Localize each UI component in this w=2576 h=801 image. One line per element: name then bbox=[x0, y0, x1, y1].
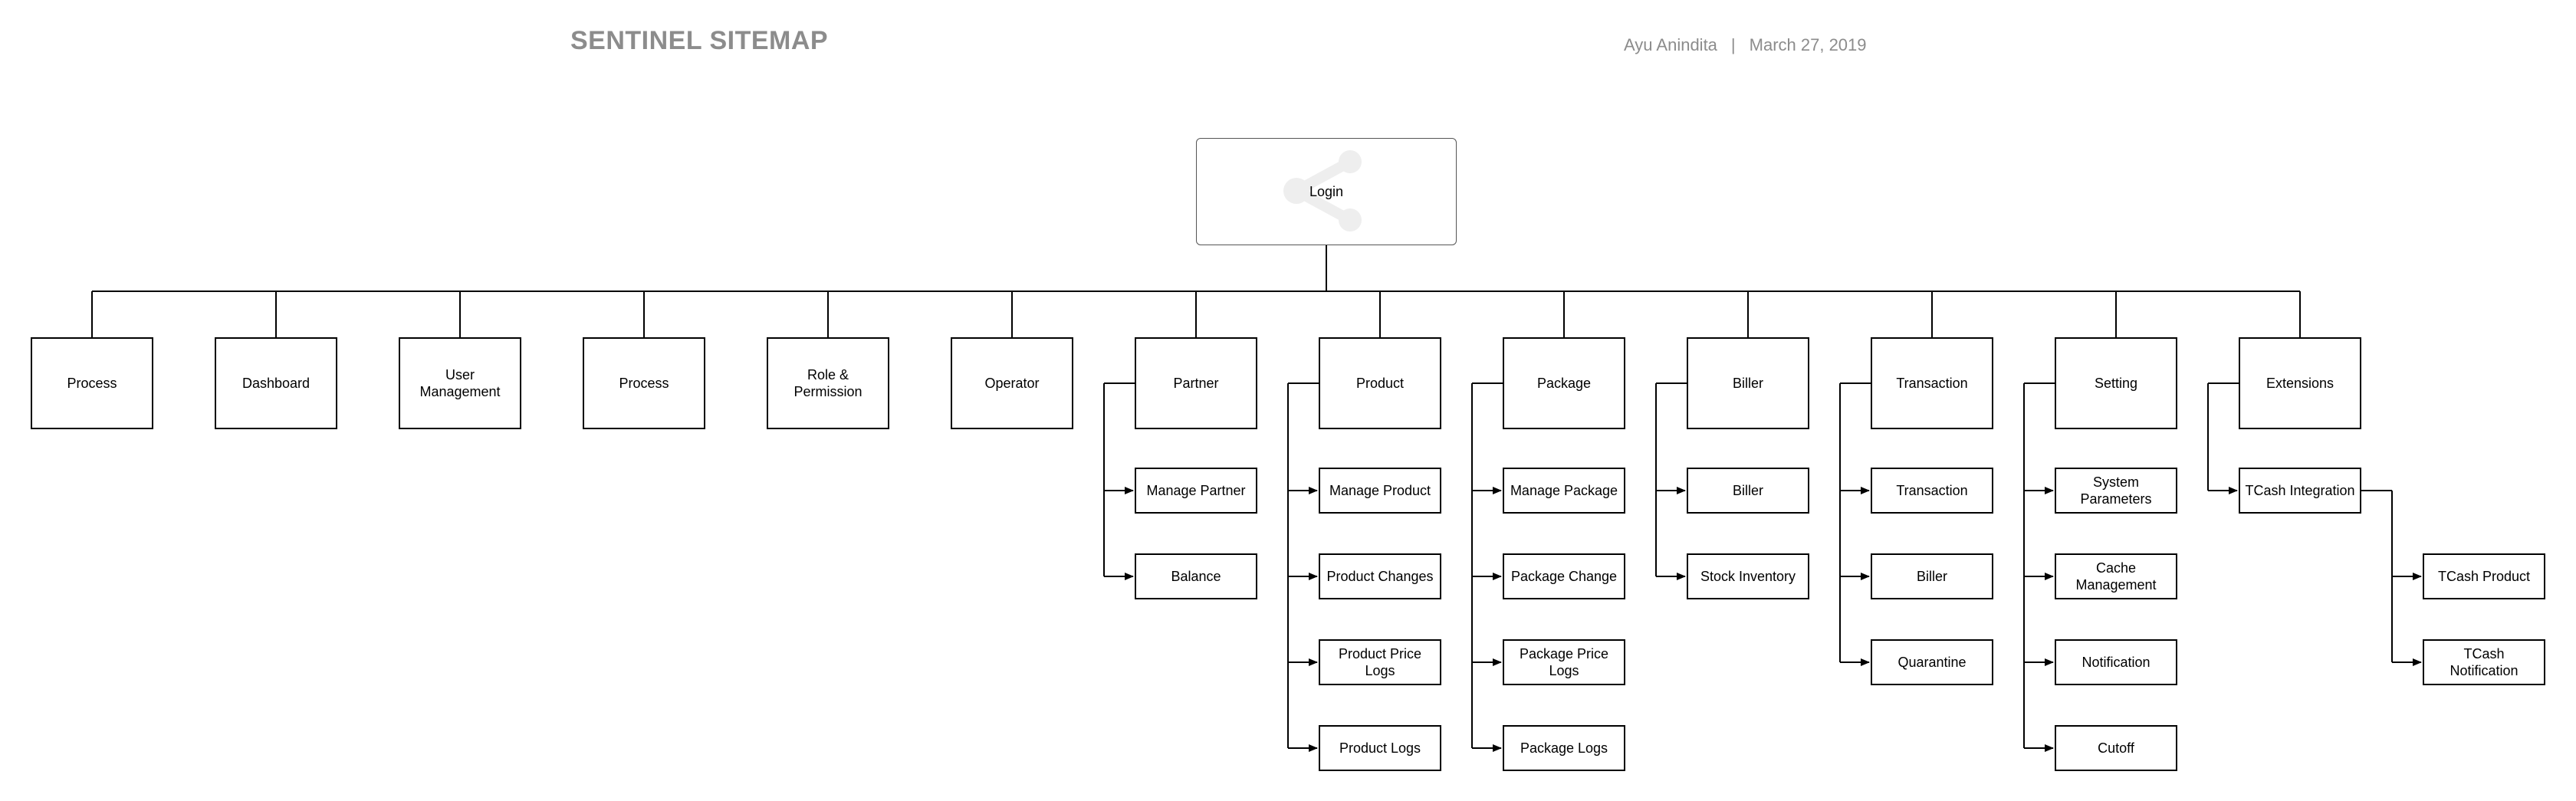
section-transaction-label: Transaction bbox=[1896, 376, 1968, 391]
section-operator: Operator bbox=[951, 337, 1073, 429]
page-product-changes: Product Changes bbox=[1319, 553, 1441, 599]
page-transaction: Transaction bbox=[1871, 468, 1993, 514]
page-tcash-product-label: TCash Product bbox=[2437, 569, 2531, 584]
section-product: Product bbox=[1319, 337, 1441, 429]
diagram-title: SENTINEL SITEMAP bbox=[570, 26, 829, 55]
page-tcash-integration: TCash Integration bbox=[2239, 468, 2361, 514]
page-quarantine-label: Quarantine bbox=[1898, 655, 1967, 670]
page-tcash-product: TCash Product bbox=[2423, 553, 2545, 599]
section-biller: Biller bbox=[1687, 337, 1809, 429]
page-manage-package-label: Manage Package bbox=[1510, 483, 1618, 498]
section-role-permission: Role & Permission bbox=[767, 337, 889, 429]
page-quarantine: Quarantine bbox=[1871, 639, 1993, 685]
page-product-logs-label: Product Logs bbox=[1339, 740, 1421, 756]
page-product-price-logs-label: Product Price Logs bbox=[1338, 646, 1422, 678]
section-transaction: Transaction bbox=[1871, 337, 1993, 429]
section-setting: Setting bbox=[2055, 337, 2177, 429]
section-process: Process bbox=[31, 337, 153, 429]
page-product-logs: Product Logs bbox=[1319, 725, 1441, 771]
page-cache-management: Cache Management bbox=[2055, 553, 2177, 599]
section-user-management-label: User Management bbox=[419, 367, 501, 399]
section-operator-label: Operator bbox=[984, 376, 1040, 391]
section-package-label: Package bbox=[1536, 376, 1592, 391]
page-manage-partner: Manage Partner bbox=[1135, 468, 1257, 514]
page-notification-label: Notification bbox=[2082, 655, 2150, 670]
page-package-logs: Package Logs bbox=[1503, 725, 1625, 771]
section-product-label: Product bbox=[1355, 376, 1405, 391]
page-tcash-integration-label: TCash Integration bbox=[2245, 483, 2355, 498]
page-cutoff-label: Cutoff bbox=[2098, 740, 2134, 756]
section-package: Package bbox=[1503, 337, 1625, 429]
section-dashboard: Dashboard bbox=[215, 337, 337, 429]
page-stock-inventory: Stock Inventory bbox=[1687, 553, 1809, 599]
page-tcash-notification: TCash Notification bbox=[2423, 639, 2545, 685]
page-manage-partner-label: Manage Partner bbox=[1146, 483, 1246, 498]
page-biller: Biller bbox=[1687, 468, 1809, 514]
page-manage-product: Manage Product bbox=[1319, 468, 1441, 514]
page-biller-label: Biller bbox=[1732, 483, 1763, 498]
page-cutoff: Cutoff bbox=[2055, 725, 2177, 771]
page-tcash-notification-label: TCash Notification bbox=[2450, 646, 2518, 678]
page-notification: Notification bbox=[2055, 639, 2177, 685]
page-biller-label: Biller bbox=[1916, 569, 1947, 584]
section-partner-label: Partner bbox=[1173, 376, 1219, 391]
page-biller: Biller bbox=[1871, 553, 1993, 599]
page-balance: Balance bbox=[1135, 553, 1257, 599]
login-label: Login bbox=[1309, 184, 1344, 199]
page-stock-inventory-label: Stock Inventory bbox=[1700, 569, 1796, 584]
page-system-parameters: System Parameters bbox=[2055, 468, 2177, 514]
author-name: Ayu Anindita bbox=[1624, 35, 1717, 54]
section-process-label: Process bbox=[619, 376, 669, 391]
diagram-meta: Ayu Anindita | March 27, 2019 bbox=[1624, 35, 1867, 55]
page-package-price-logs: Package Price Logs bbox=[1503, 639, 1625, 685]
page-package-change-label: Package Change bbox=[1510, 569, 1618, 584]
page-package-logs-label: Package Logs bbox=[1520, 740, 1608, 756]
section-extensions-label: Extensions bbox=[2266, 376, 2334, 391]
page-cache-management-label: Cache Management bbox=[2075, 560, 2157, 593]
section-dashboard-label: Dashboard bbox=[242, 376, 310, 391]
page-package-price-logs-label: Package Price Logs bbox=[1519, 646, 1609, 678]
page-manage-product-label: Manage Product bbox=[1329, 483, 1431, 498]
section-process-label: Process bbox=[67, 376, 117, 391]
section-extensions: Extensions bbox=[2239, 337, 2361, 429]
meta-separator: | bbox=[1730, 35, 1736, 54]
section-process: Process bbox=[583, 337, 705, 429]
page-manage-package: Manage Package bbox=[1503, 468, 1625, 514]
section-partner: Partner bbox=[1135, 337, 1257, 429]
page-balance-label: Balance bbox=[1171, 569, 1221, 584]
section-setting-label: Setting bbox=[2094, 376, 2138, 391]
section-role-permission-label: Role & Permission bbox=[794, 367, 863, 399]
page-product-changes-label: Product Changes bbox=[1326, 569, 1434, 584]
section-biller-label: Biller bbox=[1732, 376, 1763, 391]
section-user-management: User Management bbox=[399, 337, 521, 429]
page-transaction-label: Transaction bbox=[1896, 483, 1968, 498]
login-node: Login bbox=[1196, 138, 1457, 245]
page-system-parameters-label: System Parameters bbox=[2080, 474, 2152, 507]
share-icon bbox=[1283, 150, 1362, 231]
diagram-date: March 27, 2019 bbox=[1749, 35, 1867, 54]
page-product-price-logs: Product Price Logs bbox=[1319, 639, 1441, 685]
page-package-change: Package Change bbox=[1503, 553, 1625, 599]
